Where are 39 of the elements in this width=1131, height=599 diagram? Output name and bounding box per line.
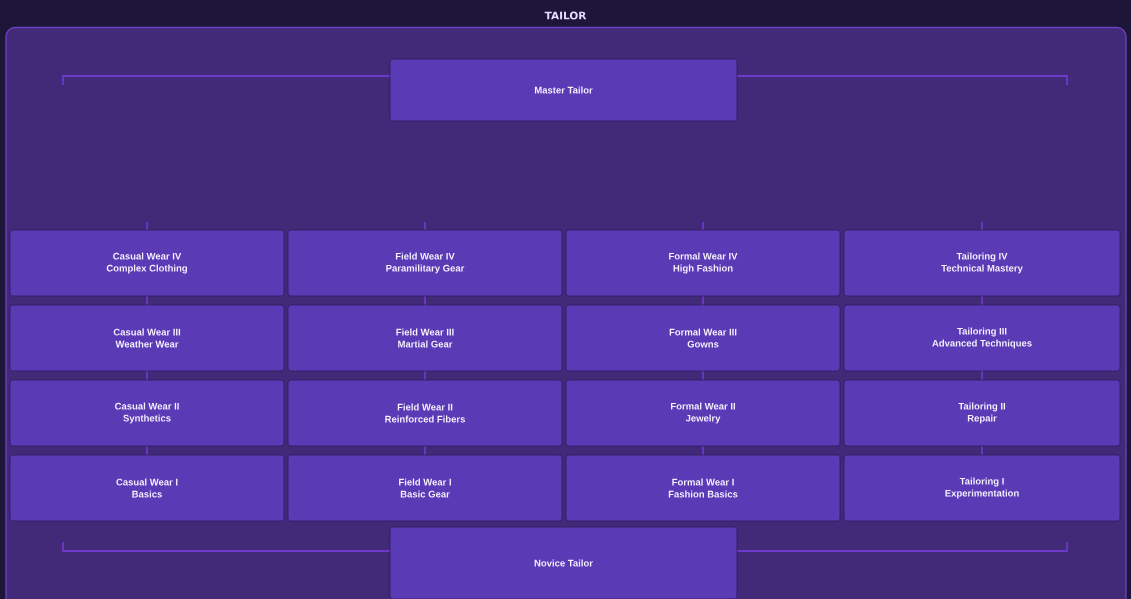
connector-line [702,445,704,456]
connector-line [702,221,704,231]
skill-box: Casual Wear II Synthetics [9,379,285,447]
connector-line [702,295,704,306]
skill-box: Field Wear III Martial Gear [287,304,563,372]
skill-box: Tailoring III Advanced Techniques [843,304,1121,372]
connector-line [981,445,983,456]
connector-line [424,295,426,306]
connector-line [146,370,148,381]
connector-line [424,221,426,231]
connector-line [702,370,704,381]
skill-box: Field Wear IV Paramilitary Gear [287,229,563,297]
skill-box: Formal Wear I Fashion Basics [565,454,841,522]
skill-box: Casual Wear I Basics [9,454,285,522]
skill-box: Master Tailor [389,58,738,122]
connector-line [146,295,148,306]
connector-line [62,75,391,86]
connector-line [146,445,148,456]
skill-box: Novice Tailor [389,526,738,599]
connector-line [424,445,426,456]
skill-box: Field Wear II Reinforced Fibers [287,379,563,447]
skill-box: Casual Wear IV Complex Clothing [9,229,285,297]
skill-box: Formal Wear III Gowns [565,304,841,372]
connector-line [981,295,983,306]
skill-box: Formal Wear IV High Fashion [565,229,841,297]
title-bar: TAILOR [0,0,1131,27]
connector-line [736,75,1068,86]
connector-line [424,370,426,381]
connector-line [146,221,148,231]
connector-line [981,221,983,231]
skill-box: Tailoring IV Technical Mastery [843,229,1121,297]
skill-box: Tailoring II Repair [843,379,1121,447]
connector-line [981,370,983,381]
skill-box: Casual Wear III Weather Wear [9,304,285,372]
skill-box: Formal Wear II Jewelry [565,379,841,447]
skill-box: Tailoring I Experimentation [843,454,1121,522]
skill-box: Field Wear I Basic Gear [287,454,563,522]
connector-line [736,541,1068,552]
connector-line [62,541,391,552]
